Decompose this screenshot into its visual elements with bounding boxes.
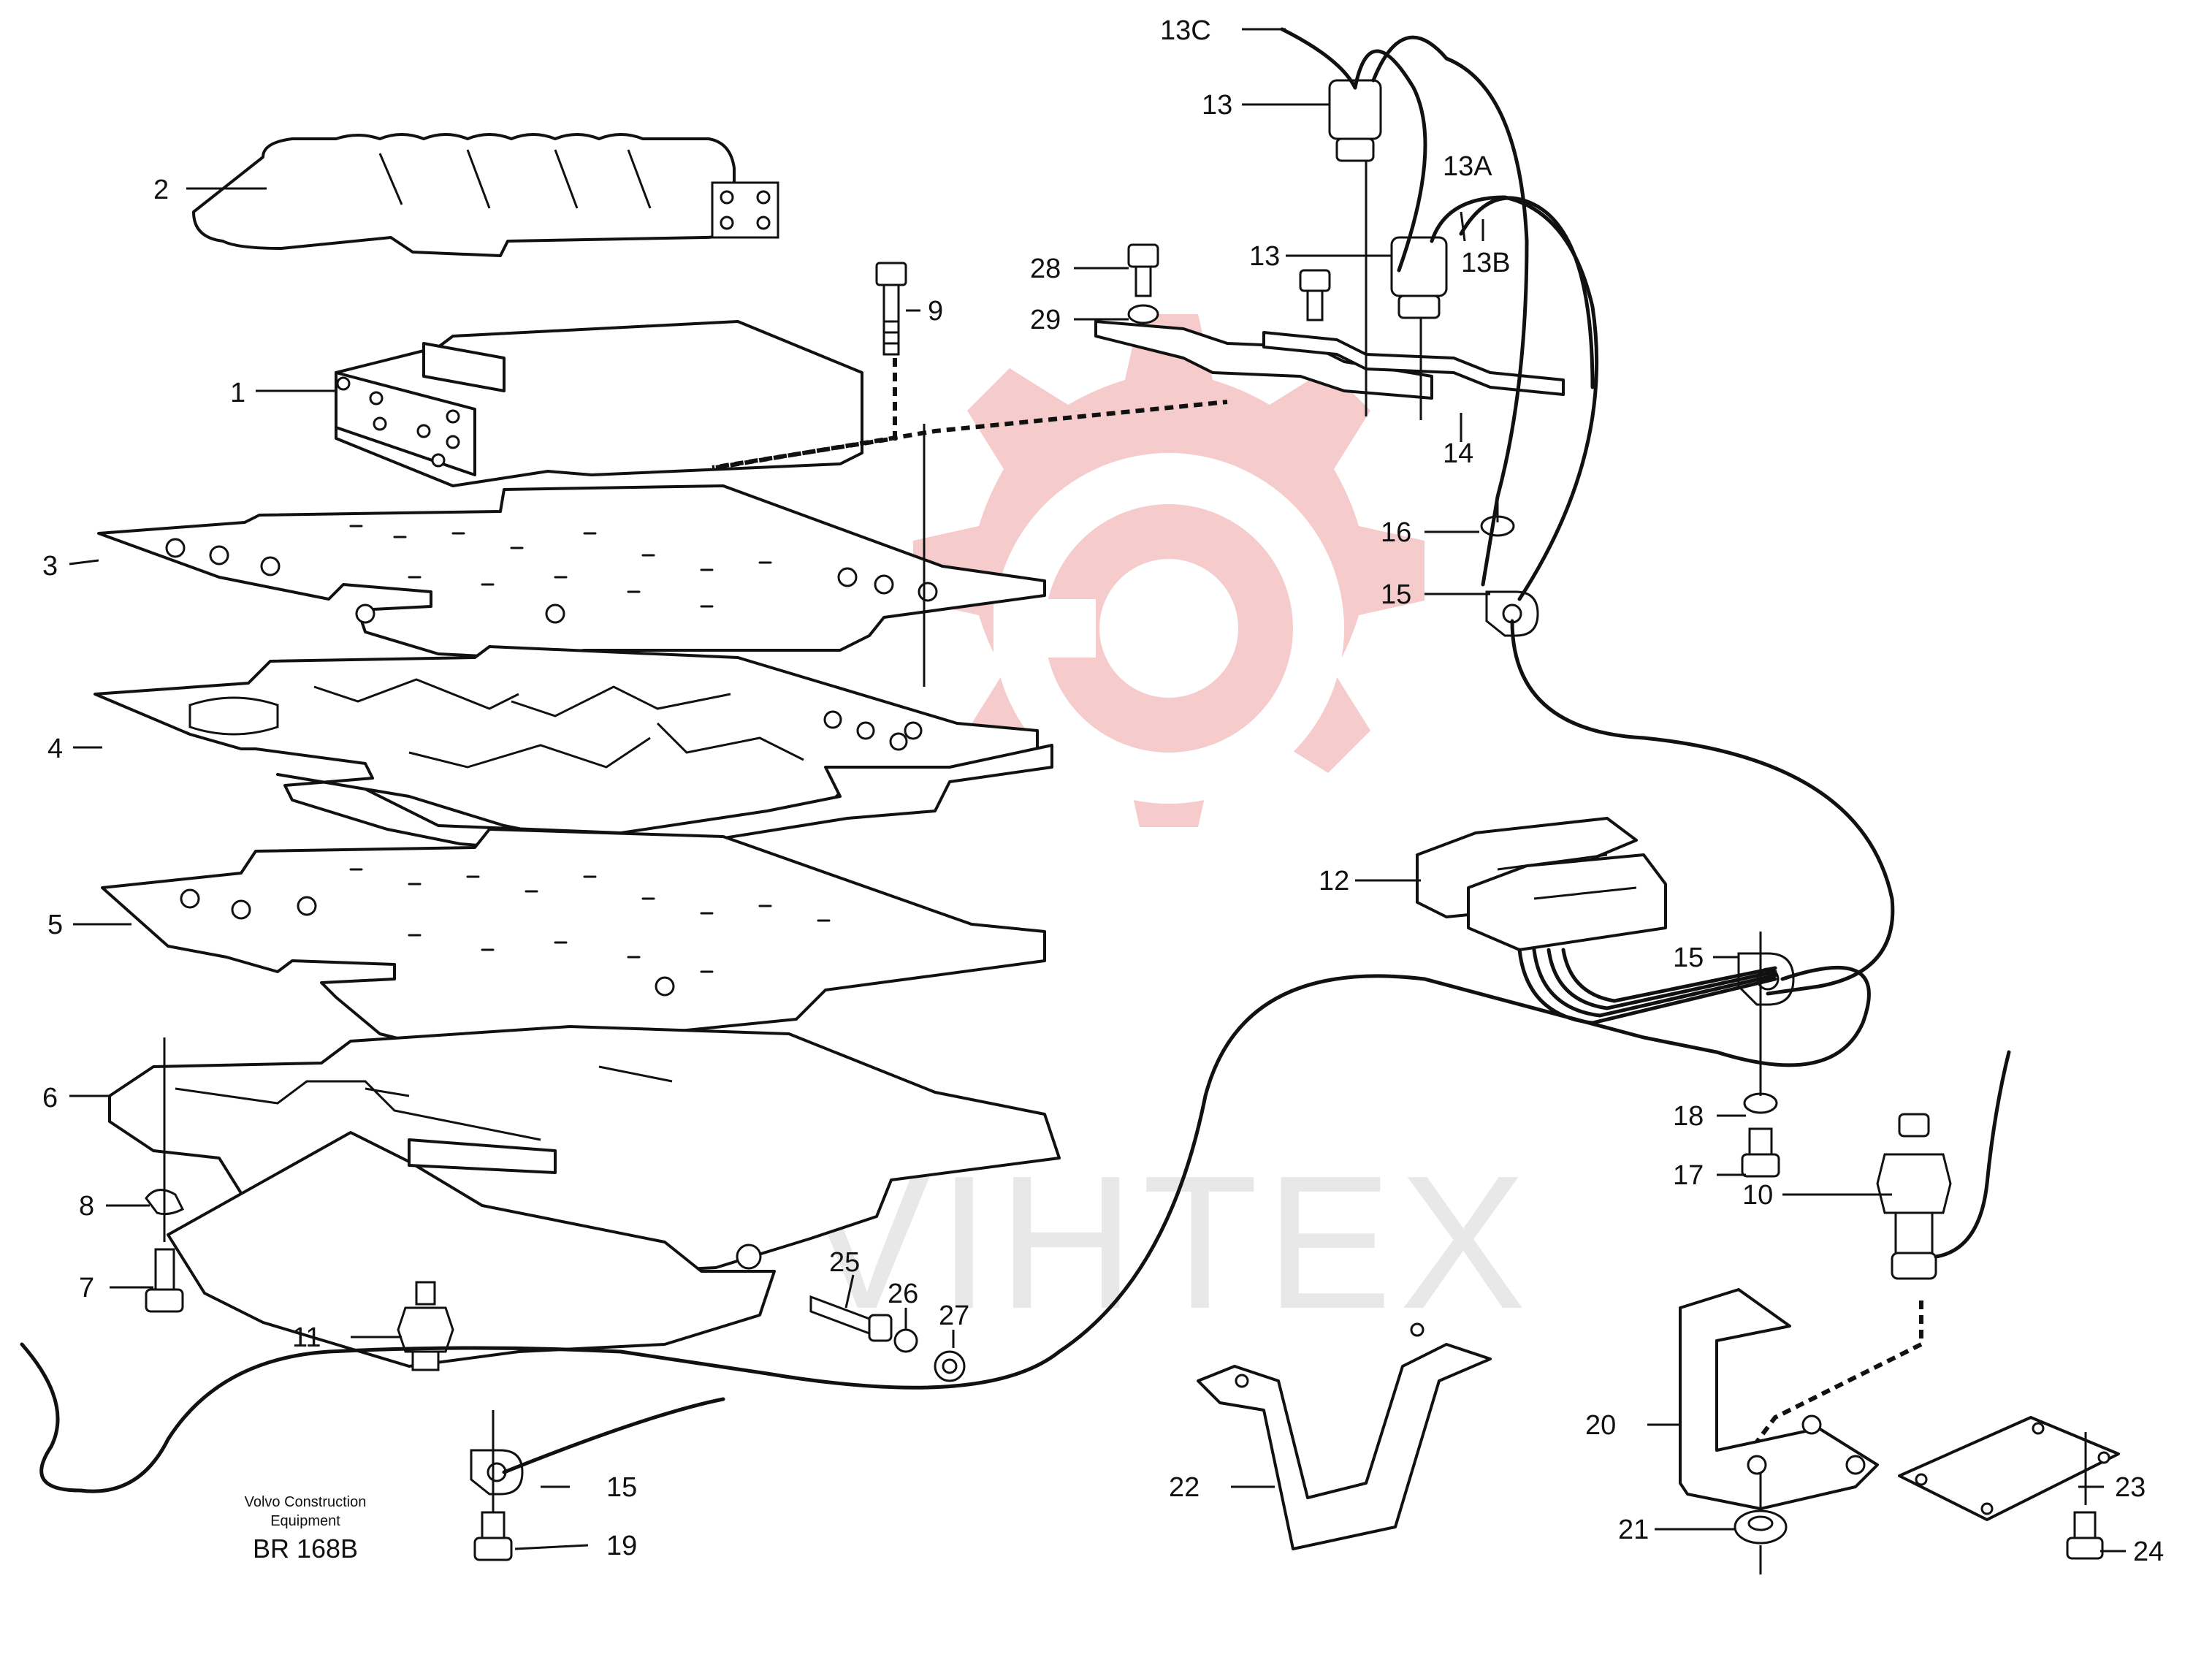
callout-26: 26 [888, 1279, 918, 1309]
callout-22: 22 [1169, 1472, 1200, 1503]
part-12-connector [1416, 817, 1777, 1025]
callout-4: 4 [47, 734, 63, 764]
callout-29: 29 [1030, 305, 1061, 335]
callout-3: 3 [42, 551, 58, 582]
part-26-washer [893, 1328, 918, 1353]
part-24-bolt [2066, 1511, 2104, 1560]
part-11-sensor [397, 1281, 454, 1371]
callout-25: 25 [829, 1247, 860, 1278]
callout-6: 6 [42, 1083, 58, 1113]
part-20-bracket [1679, 1288, 1879, 1510]
callout-28: 28 [1030, 254, 1061, 284]
callout-9: 9 [928, 296, 943, 327]
part-7-bolt [145, 1248, 184, 1313]
part-27-nut [934, 1350, 966, 1382]
callout-13A: 13A [1443, 151, 1492, 182]
part-1-valve-housing [335, 320, 863, 487]
callout-labels: 2 1 9 3 4 5 6 8 7 11 25 26 27 15 19 22 2… [42, 15, 2164, 1567]
callout-11: 11 [292, 1322, 321, 1353]
caption-code: BR 168B [253, 1534, 358, 1564]
part-18-washer [1743, 1092, 1778, 1114]
part-17-bolt [1741, 1127, 1780, 1178]
callout-23: 23 [2115, 1472, 2146, 1503]
callout-8: 8 [79, 1191, 94, 1222]
callout-10: 10 [1742, 1180, 1773, 1211]
callout-19: 19 [606, 1531, 637, 1561]
part-2-cover [192, 133, 779, 257]
connection-dash-lower [1751, 1300, 1923, 1448]
part-5-gasket-plate [101, 828, 1046, 1057]
part-28-bolt [1127, 243, 1159, 297]
callout-13C: 13C [1160, 15, 1211, 46]
callout-20: 20 [1585, 1410, 1616, 1441]
callout-13-lower: 13 [1249, 241, 1280, 272]
solenoid-axes [1365, 161, 1422, 420]
callout-21: 21 [1618, 1515, 1649, 1545]
callout-7: 7 [79, 1273, 94, 1303]
callout-13B: 13B [1461, 248, 1511, 278]
part-mount-plate [1094, 320, 1433, 400]
callout-12: 12 [1319, 866, 1349, 896]
watermark-gear-icon [913, 314, 1425, 827]
part-6-lower-body [108, 1025, 1061, 1368]
part-4-channel-plate [94, 645, 1053, 853]
callout-18: 18 [1673, 1101, 1704, 1132]
caption-company-line1: Volvo Construction [245, 1494, 367, 1510]
callout-15-middle: 15 [1381, 579, 1411, 610]
callout-17: 17 [1673, 1160, 1704, 1191]
callout-13-upper: 13 [1202, 90, 1232, 121]
callout-27: 27 [939, 1300, 969, 1331]
callout-5: 5 [47, 910, 63, 940]
part-22-bracket [1197, 1322, 1492, 1550]
part-13-solenoid-lower [1390, 236, 1448, 319]
part-23-cover-plate [1898, 1416, 2120, 1521]
part-15-clip-middle [1485, 590, 1539, 637]
part-13-solenoid-upper [1328, 79, 1382, 162]
part-29-washer [1127, 304, 1159, 324]
callout-2: 2 [153, 175, 169, 205]
callout-15-lower: 15 [606, 1472, 637, 1503]
wiring-harness [20, 27, 1895, 1493]
caption-block: Volvo Construction Equipment BR 168B [245, 1494, 367, 1564]
connection-dash-upper [715, 400, 1228, 470]
part-15-clip-lower [470, 1449, 524, 1496]
callout-1: 1 [230, 378, 245, 408]
part-19-bolt [473, 1511, 513, 1561]
part-25-plug [809, 1295, 893, 1342]
callout-15-right: 15 [1673, 942, 1704, 973]
callout-16: 16 [1381, 517, 1411, 548]
part-3-separator-plate [97, 484, 1046, 659]
callout-14: 14 [1443, 438, 1473, 469]
part-21-nut [1734, 1509, 1788, 1545]
part-14-plate [1262, 269, 1565, 396]
caption-company-line2: Equipment [270, 1513, 340, 1529]
callout-24: 24 [2133, 1536, 2164, 1567]
part-10-sensor [1876, 1050, 2011, 1280]
leader-lines [69, 28, 2126, 1553]
watermark: VIHTEX [804, 314, 1526, 1349]
